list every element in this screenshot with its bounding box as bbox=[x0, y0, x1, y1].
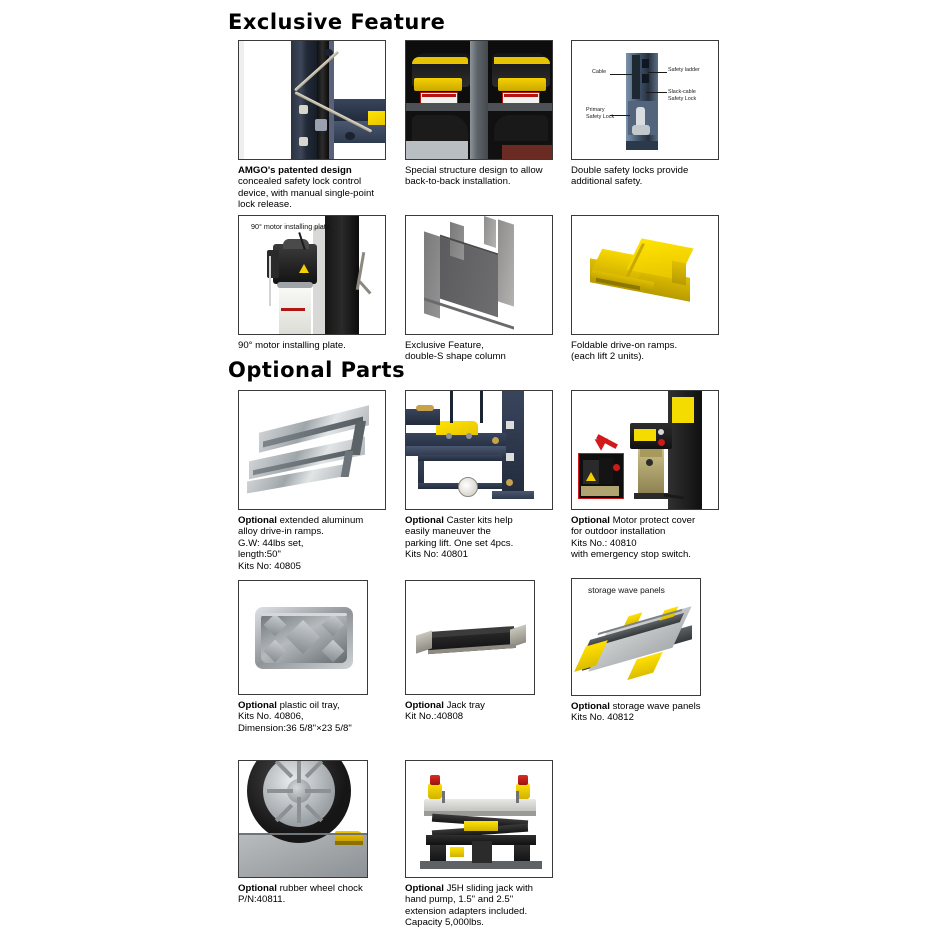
callout-label-slack-cable-safety-lock: Slack-cable Safety Lock bbox=[668, 89, 697, 102]
optional-card-jack-tray: Optional Jack tray Kit No.:40808 bbox=[405, 580, 535, 723]
optional-card-storage-wave-panels: storage wave panels Optional storage wav… bbox=[571, 578, 701, 724]
feature-card-patented-design: AMGO's patented design concealed safety … bbox=[238, 40, 386, 211]
optional-image-jack-tray bbox=[405, 580, 535, 695]
feature-image-motor-installing-plate: 90° motor installing plate. bbox=[238, 215, 386, 335]
caption-rest: storage wave panels Kits No. 40812 bbox=[571, 701, 701, 724]
caption-rest: plastic oil tray, Kits No. 40806, Dimens… bbox=[238, 700, 352, 734]
optional-caption-motor-protect-cover: Optional Motor protect cover for outdoor… bbox=[571, 515, 719, 561]
feature-image-back-to-back bbox=[405, 40, 553, 160]
callout-label-primary-safety-lock: Primary Safety Lock bbox=[586, 107, 615, 120]
feature-caption-double-safety-locks: Double safety locks provide additional s… bbox=[571, 165, 719, 188]
caption-rest: Motor protect cover for outdoor installa… bbox=[571, 515, 696, 561]
optional-card-plastic-oil-tray: Optional plastic oil tray, Kits No. 4080… bbox=[238, 580, 368, 734]
feature-caption-double-s-column: Exclusive Feature, double-S shape column bbox=[405, 340, 553, 363]
optional-image-plastic-oil-tray bbox=[238, 580, 368, 695]
caption-lead: Optional bbox=[571, 701, 610, 712]
caption-lead: Optional bbox=[405, 883, 444, 894]
section-title-optional-parts: Optional Parts bbox=[228, 358, 406, 382]
caption-rest: rubber wheel chock P/N:40811. bbox=[238, 883, 363, 906]
feature-caption-back-to-back: Special structure design to allow back-t… bbox=[405, 165, 553, 188]
feature-card-double-safety-locks: Cable Safety ladder Slack-cable Safety L… bbox=[571, 40, 719, 188]
optional-caption-rubber-wheel-chock: Optional rubber wheel chock P/N:40811. bbox=[238, 883, 368, 906]
optional-card-rubber-wheel-chock: Optional rubber wheel chock P/N:40811. bbox=[238, 760, 368, 906]
feature-caption-motor-plate: 90° motor installing plate. bbox=[238, 340, 386, 351]
optional-image-motor-protect-cover bbox=[571, 390, 719, 510]
caption-rest: Caster kits help easily maneuver the par… bbox=[405, 515, 514, 561]
optional-caption-plastic-oil-tray: Optional plastic oil tray, Kits No. 4080… bbox=[238, 700, 368, 734]
caption-rest: Exclusive Feature, double-S shape column bbox=[405, 340, 506, 363]
feature-caption-patented-design: AMGO's patented design concealed safety … bbox=[238, 165, 386, 211]
feature-card-back-to-back: Special structure design to allow back-t… bbox=[405, 40, 553, 188]
caption-lead: Optional bbox=[238, 883, 277, 894]
caption-rest: 90° motor installing plate. bbox=[238, 340, 346, 351]
feature-card-foldable-ramps: Foldable drive-on ramps. (each lift 2 un… bbox=[571, 215, 719, 363]
caption-lead: Optional bbox=[405, 700, 444, 711]
caption-rest: concealed safety lock control device, wi… bbox=[238, 176, 374, 211]
optional-image-storage-wave-panels: storage wave panels bbox=[571, 578, 701, 696]
caption-rest: Special structure design to allow back-t… bbox=[405, 165, 543, 188]
callout-label-safety-ladder: Safety ladder bbox=[668, 67, 700, 73]
caption-rest: Double safety locks provide additional s… bbox=[571, 165, 689, 188]
caption-lead: AMGO's patented design bbox=[238, 165, 352, 176]
callout-label-cable: Cable bbox=[592, 69, 607, 75]
caption-rest: Foldable drive-on ramps. (each lift 2 un… bbox=[571, 340, 678, 363]
caption-lead: Optional bbox=[405, 515, 444, 526]
feature-card-double-s-column: Exclusive Feature, double-S shape column bbox=[405, 215, 553, 363]
section-title-exclusive-feature: Exclusive Feature bbox=[228, 10, 446, 34]
caption-rest: Jack tray Kit No.:40808 bbox=[405, 700, 485, 723]
optional-image-caster-kits bbox=[405, 390, 553, 510]
optional-image-sliding-jack bbox=[405, 760, 553, 878]
in-image-label-motor-plate: 90° motor installing plate. bbox=[251, 222, 332, 231]
in-image-label-storage-wave-panels: storage wave panels bbox=[588, 585, 665, 595]
optional-caption-caster-kits: Optional Caster kits help easily maneuve… bbox=[405, 515, 553, 561]
feature-image-patented-design bbox=[238, 40, 386, 160]
feature-caption-foldable-ramps: Foldable drive-on ramps. (each lift 2 un… bbox=[571, 340, 719, 363]
optional-image-aluminum-ramps bbox=[238, 390, 386, 510]
feature-image-safety-lock-diagram: Cable Safety ladder Slack-cable Safety L… bbox=[571, 40, 719, 160]
optional-card-motor-protect-cover: Optional Motor protect cover for outdoor… bbox=[571, 390, 719, 561]
caption-rest: J5H sliding jack with hand pump, 1.5" an… bbox=[405, 883, 533, 929]
caption-lead: Optional bbox=[571, 515, 610, 526]
caption-lead: Optional bbox=[238, 515, 277, 526]
optional-caption-sliding-jack: Optional J5H sliding jack with hand pump… bbox=[405, 883, 553, 929]
optional-card-aluminum-ramps: Optional extended aluminum alloy drive-i… bbox=[238, 390, 386, 572]
feature-image-foldable-ramps bbox=[571, 215, 719, 335]
optional-caption-aluminum-ramps: Optional extended aluminum alloy drive-i… bbox=[238, 515, 386, 572]
optional-caption-storage-wave-panels: Optional storage wave panels Kits No. 40… bbox=[571, 701, 701, 724]
feature-card-motor-plate: 90° motor installing plate. 90° motor in… bbox=[238, 215, 386, 351]
caption-lead: Optional bbox=[238, 700, 277, 711]
optional-card-sliding-jack: Optional J5H sliding jack with hand pump… bbox=[405, 760, 553, 929]
optional-image-rubber-wheel-chock bbox=[238, 760, 368, 878]
caption-rest: extended aluminum alloy drive-in ramps. … bbox=[238, 515, 364, 572]
optional-caption-jack-tray: Optional Jack tray Kit No.:40808 bbox=[405, 700, 535, 723]
optional-card-caster-kits: Optional Caster kits help easily maneuve… bbox=[405, 390, 553, 561]
feature-image-double-s-column bbox=[405, 215, 553, 335]
